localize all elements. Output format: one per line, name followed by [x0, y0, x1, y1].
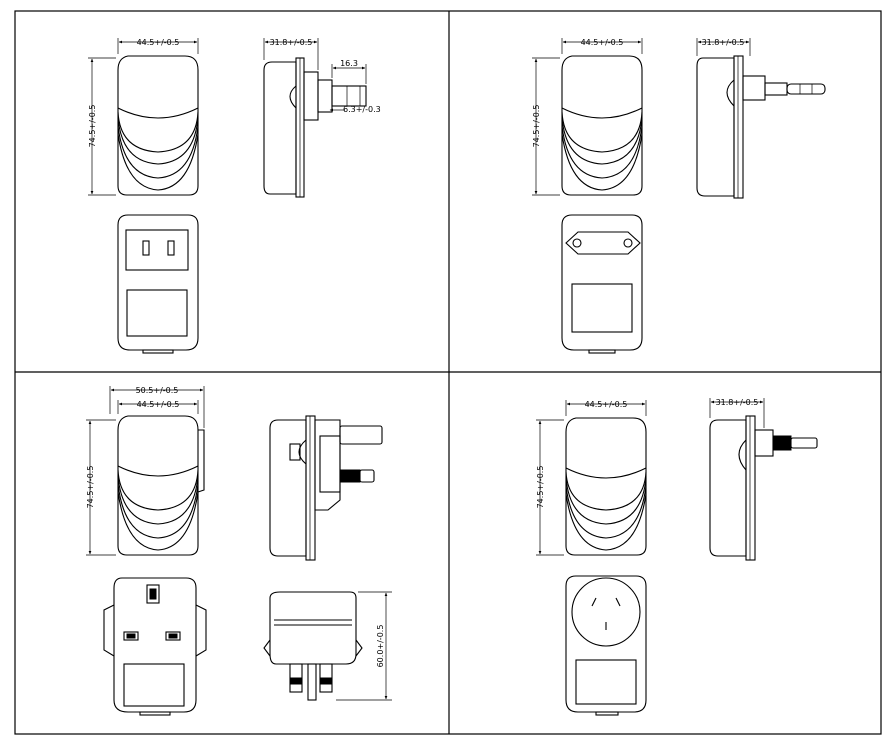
au-bottom-view: [565, 575, 647, 716]
us-pin-thickness-label: 6.3+/-0.3: [343, 105, 381, 114]
uk-base-height-label: 60.0+/-0.5: [376, 625, 385, 668]
eu-front-view: 44.5+/-0.5 74.5+/-0.5: [532, 38, 643, 196]
us-front-height-label: 74.5+/-0.5: [88, 105, 97, 148]
au-front-width-label: 44.5+/-0.5: [585, 400, 628, 409]
us-front-view: 44.5+/-0.5 74.5+/-0.5: [88, 38, 199, 196]
quadrant-eu: 44.5+/-0.5 74.5+/-0.5 31.8+/-0.5: [532, 38, 826, 354]
uk-overall-width-label: 50.5+/-0.5: [136, 386, 179, 395]
uk-base-view: 60.0+/-0.5: [263, 591, 392, 701]
au-front-view: 44.5+/-0.5 74.5+/-0.5: [536, 400, 647, 556]
quadrant-us: 44.5+/-0.5 74.5+/-0.5 31.8+/-0.5: [88, 38, 381, 354]
eu-bottom-view: [561, 214, 643, 354]
us-side-view: 31.8+/-0.5 16.3 6.3+/-0.3: [263, 38, 381, 198]
eu-front-width-label: 44.5+/-0.5: [581, 38, 624, 47]
uk-side-view: [269, 415, 383, 561]
quadrant-au: 44.5+/-0.5 74.5+/-0.5 31.8+/-0.5: [536, 398, 818, 716]
uk-front-width-label: 44.5+/-0.5: [137, 400, 180, 409]
eu-side-view: 31.8+/-0.5: [696, 38, 826, 199]
us-side-depth-label: 31.8+/-0.5: [270, 38, 313, 47]
us-front-width-label: 44.5+/-0.5: [137, 38, 180, 47]
eu-front-height-label: 74.5+/-0.5: [532, 105, 541, 148]
us-bottom-view: [117, 214, 199, 354]
uk-front-view: 50.5+/-0.5 44.5+/-0.5 74.5+/-0.5: [86, 386, 205, 556]
quadrant-uk: 50.5+/-0.5 44.5+/-0.5 74.5+/-0.5: [86, 386, 392, 716]
au-front-height-label: 74.5+/-0.5: [536, 466, 545, 509]
au-side-depth-label: 31.8+/-0.5: [716, 398, 759, 407]
uk-front-height-label: 74.5+/-0.5: [86, 466, 95, 509]
sheet-frame: [14, 10, 882, 735]
au-side-view: 31.8+/-0.5: [709, 398, 818, 561]
eu-side-depth-label: 31.8+/-0.5: [702, 38, 745, 47]
us-pin-length-label: 16.3: [340, 59, 358, 68]
uk-bottom-view: [103, 577, 207, 716]
